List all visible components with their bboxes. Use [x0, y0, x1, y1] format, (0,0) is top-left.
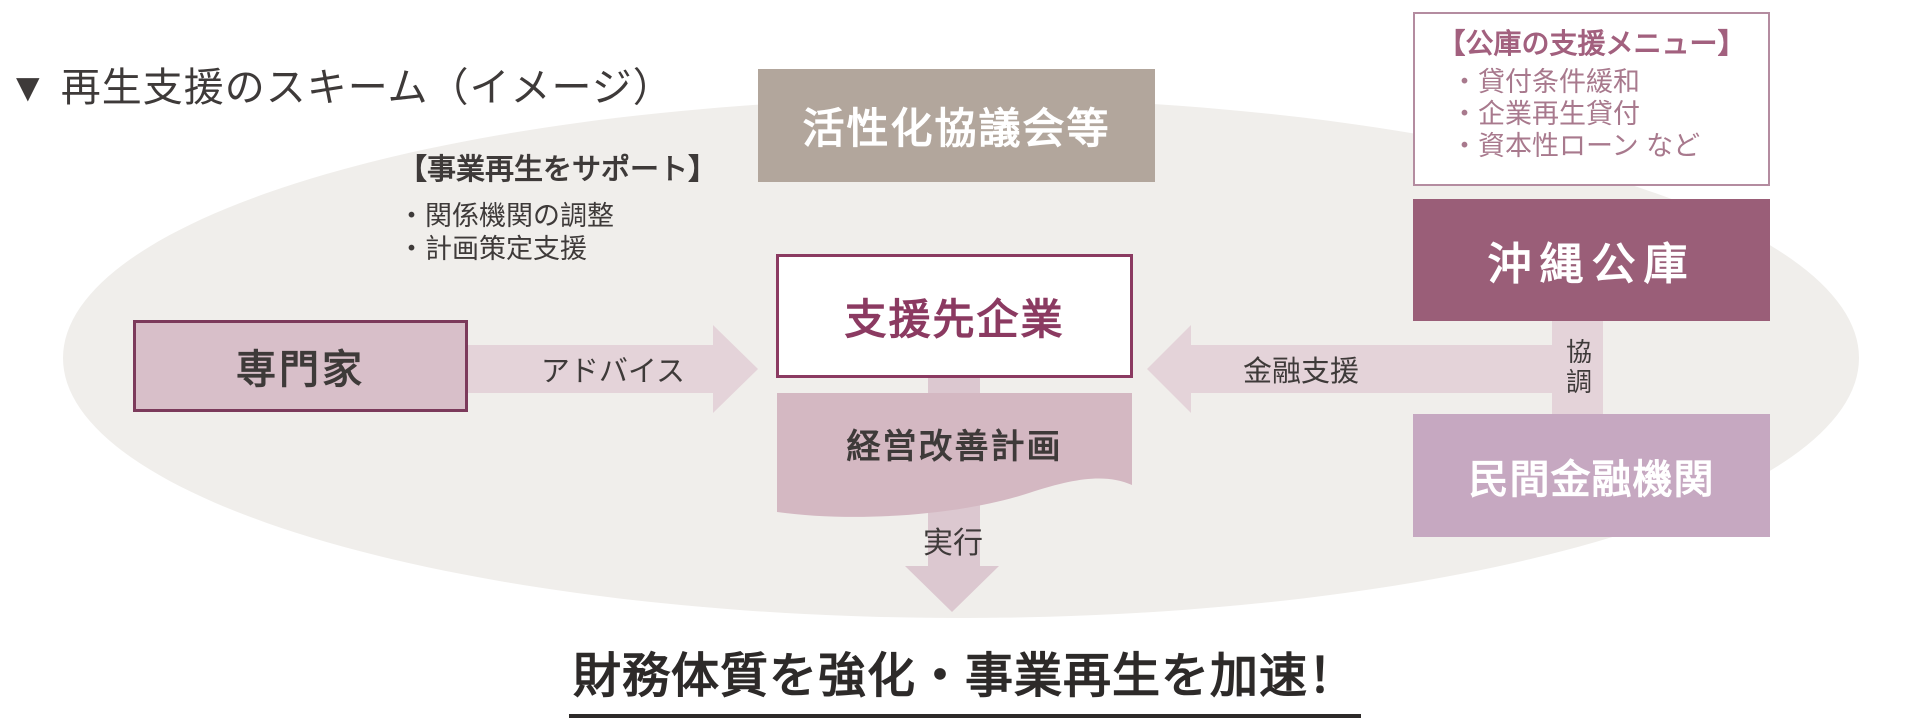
headline: 財務体質を強化・事業再生を加速！ [568, 636, 1362, 718]
financial-support-arrow-label: 金融支援 [1242, 356, 1359, 388]
advice-arrow-label: アドバイス [540, 356, 686, 388]
execution-arrow-label: 実行 [923, 527, 983, 560]
node-private-financial-institutions: 民間金融機関 [1413, 414, 1770, 537]
menu-item: ・企業再生貸付 [1451, 99, 1640, 129]
node-target-company: 支援先企業 [776, 254, 1133, 378]
koko-support-menu-box: 【公庫の支援メニュー】 ・貸付条件緩和 ・企業再生貸付 ・資本性ローン など [1413, 12, 1770, 186]
support-note-item: ・計画策定支援 [398, 234, 587, 264]
menu-item: ・貸付条件緩和 [1451, 67, 1640, 97]
support-note-item: ・関係機関の調整 [398, 201, 614, 231]
support-note: 【事業再生をサポート】 ・関係機関の調整 ・計画策定支援 [398, 146, 717, 266]
financial-support-arrow-band [1191, 345, 1603, 393]
support-note-title: 【事業再生をサポート】 [398, 154, 718, 186]
node-okinawa-koko: 沖縄公庫 [1413, 199, 1770, 321]
node-improvement-plan: 経営改善計画 [777, 393, 1132, 521]
koko-support-menu-title: 【公庫の支援メニュー】 [1437, 28, 1746, 59]
menu-item: ・資本性ローン など [1451, 131, 1701, 161]
cooperation-label: 協調 [1562, 337, 1593, 398]
advice-arrow-band [468, 345, 713, 393]
node-expert: 専門家 [133, 320, 468, 412]
improvement-plan-label: 経営改善計画 [846, 428, 1063, 466]
node-revitalization-council: 活性化協議会等 [758, 69, 1155, 182]
cooperation-connector-band [1552, 321, 1603, 414]
page-title: ▼ 再生支援のスキーム（イメージ） [8, 66, 674, 110]
document-wave-shape [777, 393, 1132, 517]
